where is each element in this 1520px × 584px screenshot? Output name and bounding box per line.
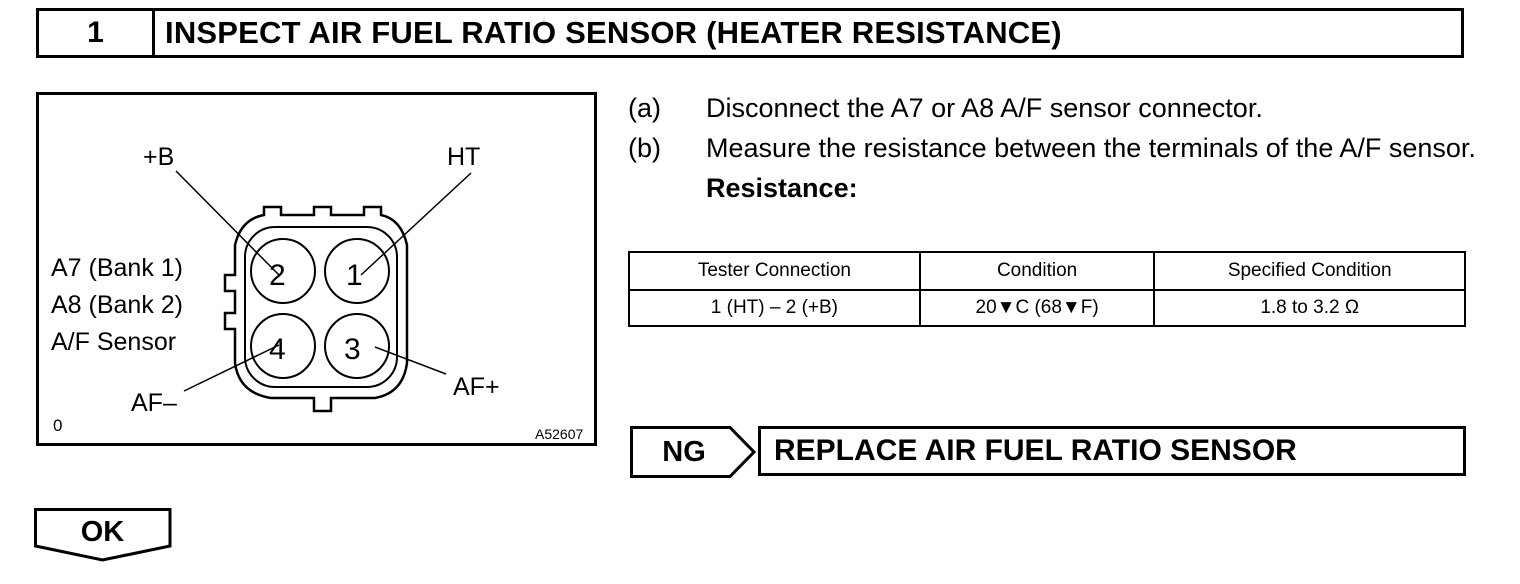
step-header: 1 INSPECT AIR FUEL RATIO SENSOR (HEATER … (36, 8, 1464, 58)
cell-condition: 20▼C (68▼F) (918, 289, 1156, 327)
terminal-2-label: 2 (269, 259, 286, 292)
leader-plus-b (175, 170, 280, 276)
cell-tester-connection: 1 (HT) – 2 (+B) (628, 289, 921, 327)
terminal-2-circle (250, 238, 316, 304)
connector-housing-inner (244, 226, 398, 388)
sensor-line-a8: A8 (Bank 2) (51, 291, 184, 319)
sensor-line-af: A/F Sensor (51, 328, 177, 356)
ng-arrow-shape (630, 426, 756, 478)
connector-housing-outer (223, 205, 409, 413)
plus-b-label: +B (143, 143, 175, 171)
resistance-table: Tester Connection Condition Specified Co… (628, 251, 1466, 327)
cell-specified-condition: 1.8 to 3.2 Ω (1153, 289, 1466, 327)
leader-af-minus (183, 344, 280, 392)
table-header-row: Tester Connection Condition Specified Co… (628, 251, 1466, 291)
step-number: 1 (39, 11, 155, 55)
instruction-steps: (a) Disconnect the A7 or A8 A/F sensor c… (628, 88, 1488, 208)
step-title: INSPECT AIR FUEL RATIO SENSOR (HEATER RE… (165, 15, 1062, 50)
sensor-line-a7: A7 (Bank 1) (51, 254, 184, 282)
terminal-1-circle (324, 238, 390, 304)
corner-mark: 0 (53, 416, 63, 435)
terminal-4-label: 4 (269, 333, 286, 366)
terminal-4-circle (250, 313, 316, 379)
terminal-1-label: 1 (346, 259, 363, 292)
terminal-3-circle (324, 313, 390, 379)
ok-label: OK (80, 515, 125, 548)
header-condition: Condition (918, 251, 1156, 291)
ng-label: NG (662, 435, 706, 468)
resistance-label: Resistance: (706, 173, 858, 203)
table-row: 1 (HT) – 2 (+B) 20▼C (68▼F) 1.8 to 3.2 Ω (628, 289, 1466, 327)
figure-code: A52607 (535, 426, 584, 442)
step-a: (a) Disconnect the A7 or A8 A/F sensor c… (628, 88, 1488, 128)
header-specified-condition: Specified Condition (1153, 251, 1466, 291)
step-b-marker: (b) (628, 133, 661, 163)
connector-drawing (175, 170, 472, 413)
connector-diagram: 2 1 4 3 +B HT AF– AF+ A7 (Bank 1) A8 (Ba… (36, 92, 597, 446)
step-b-text: Measure the resistance between the termi… (706, 133, 1476, 163)
step-a-marker: (a) (628, 93, 661, 123)
leader-af-plus (374, 346, 447, 375)
terminal-3-label: 3 (344, 333, 361, 366)
step-b: (b) Measure the resistance between the t… (628, 128, 1488, 168)
ok-arrow-shape (34, 508, 172, 562)
af-minus-label: AF– (131, 389, 177, 417)
leader-ht (360, 172, 472, 276)
ng-action: REPLACE AIR FUEL RATIO SENSOR (758, 426, 1466, 476)
header-tester-connection: Tester Connection (628, 251, 921, 291)
ht-label: HT (447, 143, 481, 171)
af-plus-label: AF+ (453, 373, 500, 401)
step-a-text: Disconnect the A7 or A8 A/F sensor conne… (706, 93, 1263, 123)
